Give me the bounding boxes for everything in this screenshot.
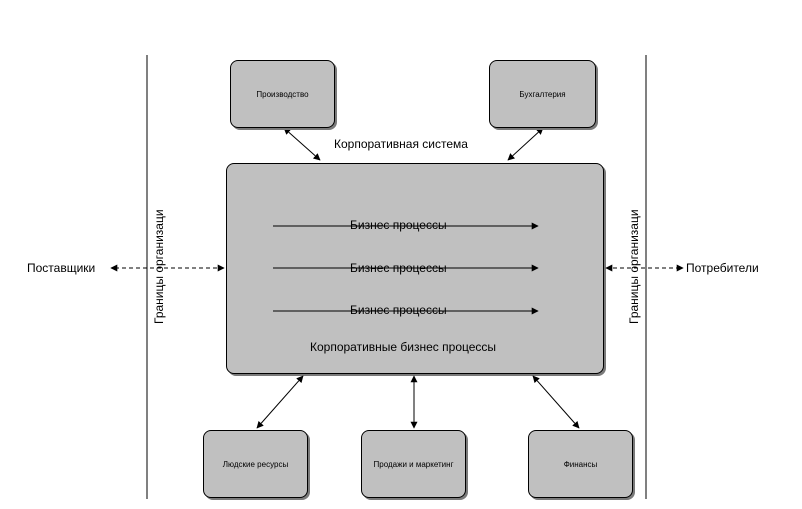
boundary-left-label: Границы организаци xyxy=(152,209,166,324)
suppliers-label: Поставщики xyxy=(27,261,96,275)
main-box-label: Корпоративные бизнес процессы xyxy=(310,340,497,354)
boundary-right-label: Границы организаци xyxy=(627,209,641,324)
box-production-label: Производство xyxy=(256,89,309,99)
box-accounting-label: Бухгалтерия xyxy=(519,89,566,99)
corporate-system-label: Корпоративная система xyxy=(334,137,468,151)
box-accounting: Бухгалтерия xyxy=(489,60,596,128)
process-label-3: Бизнес процессы xyxy=(350,303,447,317)
box-production: Производство xyxy=(230,60,335,128)
box-hr-label: Людские ресурсы xyxy=(222,459,289,469)
connector-production xyxy=(283,127,321,161)
process-label-1: Бизнес процессы xyxy=(350,218,447,232)
box-sales-label: Продажи и маркетинг xyxy=(373,459,454,469)
connector-finance xyxy=(532,375,580,429)
connector-accounting xyxy=(507,127,544,161)
consumers-label: Потребители xyxy=(686,261,759,275)
box-finance-label: Финансы xyxy=(563,459,598,469)
connector-hr xyxy=(256,375,304,429)
box-hr: Людские ресурсы xyxy=(203,430,308,498)
box-finance: Финансы xyxy=(528,430,633,498)
process-label-2: Бизнес процессы xyxy=(350,261,447,275)
box-sales: Продажи и маркетинг xyxy=(361,430,466,498)
